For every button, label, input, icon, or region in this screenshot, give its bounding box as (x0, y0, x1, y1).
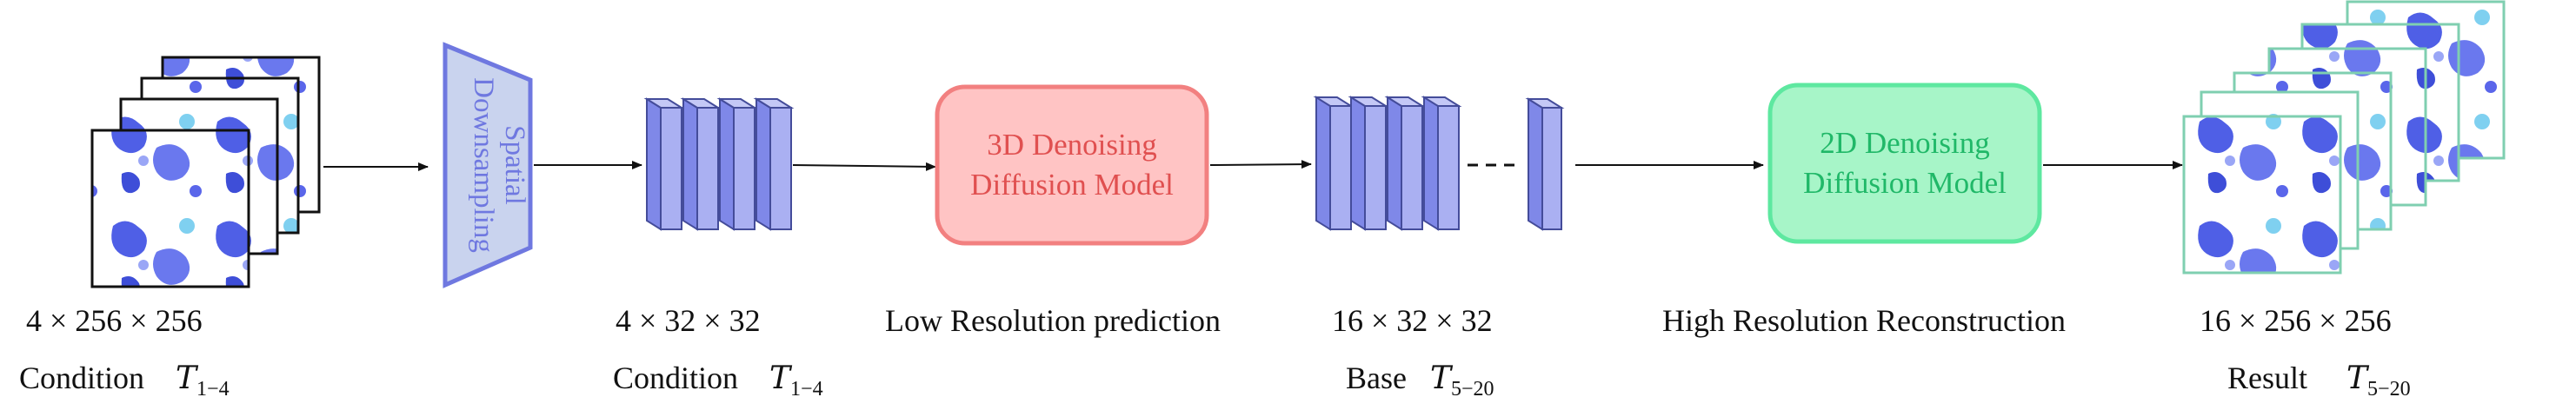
base-time-var: T (1429, 361, 1451, 396)
result-caption: Result T5−20 (2227, 360, 2411, 401)
lowres-dims-label: 4 × 32 × 32 (616, 303, 761, 338)
base-tensor (1313, 96, 1355, 231)
downsampling-shape (443, 42, 533, 288)
lowres-tensor (680, 97, 722, 231)
model-2d-label-line2: Diffusion Model (1803, 166, 2007, 200)
result-time-var: T (2346, 361, 2368, 396)
base-dims-label: 16 × 32 × 32 (1332, 303, 1493, 338)
downsampling-label-line2: Downsampling (468, 77, 499, 253)
highres-reconstruction-label: High Resolution Reconstruction (1662, 303, 2066, 338)
base-tensor (1421, 96, 1462, 231)
result-dims-label: 16 × 256 × 256 (2200, 303, 2392, 338)
input-caption-text: Condition (19, 361, 145, 395)
lowres-caption: Condition T1−4 (613, 360, 823, 401)
model-2d-block: 2D Denoising Diffusion Model (1767, 83, 2042, 244)
result-time-range: 5−20 (2367, 378, 2411, 400)
lowres-prediction-label: Low Resolution prediction (885, 303, 1221, 338)
result-frame-stack (2182, 0, 2506, 275)
result-frame-front (2182, 115, 2342, 275)
base-tensor-stack (1313, 96, 1565, 231)
base-caption-text: Base (1346, 361, 1407, 395)
model-3d-box (935, 84, 1209, 246)
downsampling-label-line1: Spatial (499, 125, 530, 205)
model-2d-box (1767, 83, 2042, 244)
lowres-caption-text: Condition (613, 361, 739, 395)
lowres-tensor (716, 97, 758, 231)
input-time-var: T (176, 361, 197, 396)
lowres-time-range: 1−4 (790, 378, 823, 400)
input-caption: Condition T1−4 (19, 360, 230, 401)
spatial-downsampling-block: Spatial Downsampling (443, 42, 533, 288)
lowres-tensor (753, 97, 795, 231)
model-2d-label-line1: 2D Denoising (1820, 126, 1989, 160)
input-dims-label: 4 × 256 × 256 (26, 303, 203, 338)
model-3d-label-line1: 3D Denoising (987, 128, 1156, 162)
lowres-tensor (643, 97, 685, 231)
input-time-range: 1−4 (196, 378, 230, 400)
model-3d-block: 3D Denoising Diffusion Model (935, 84, 1209, 246)
base-caption: Base T5−20 (1346, 360, 1494, 401)
arrow-lowres-to-3d-model (792, 162, 936, 171)
lowres-tensor-stack (643, 97, 795, 231)
model-3d-label-line2: Diffusion Model (970, 168, 1174, 202)
base-tensor (1348, 96, 1389, 231)
input-frame-stack (90, 56, 321, 288)
lowres-time-var: T (769, 361, 791, 396)
base-tensor (1384, 96, 1426, 231)
result-caption-text: Result (2227, 361, 2308, 395)
base-tensor (1525, 97, 1565, 231)
base-time-range: 5−20 (1451, 378, 1494, 400)
input-frame-1 (90, 129, 250, 288)
arrow-3d-model-to-base (1209, 160, 1312, 169)
